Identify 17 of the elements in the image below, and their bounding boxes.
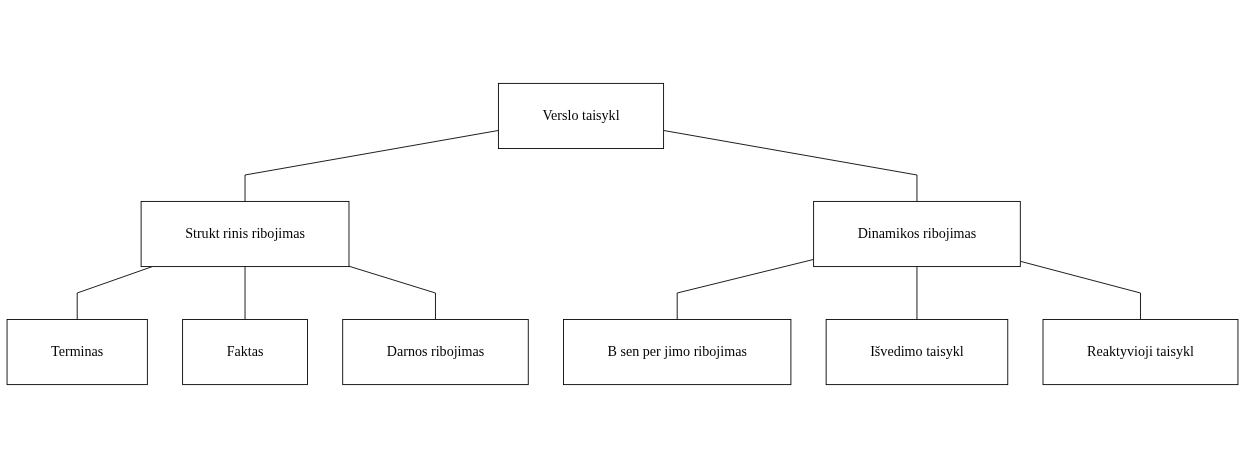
node-box: Strukt rinis ribojimas [140, 200, 350, 268]
node-box: Išvedimo taisykl [825, 319, 1009, 386]
connector [1019, 260, 1141, 320]
connector [916, 266, 918, 320]
node-box: Dinamikos ribojimas [813, 200, 1021, 268]
connector [244, 130, 499, 202]
connector [676, 259, 815, 320]
connector [244, 266, 246, 320]
node-box: Darnos ribojimas [342, 319, 529, 386]
node-box: Terminas [6, 319, 148, 386]
connector [348, 265, 436, 320]
node-box: B sen per jimo ribojimas [563, 319, 792, 386]
node-box: Faktas [182, 319, 308, 386]
node-box: Reaktyvioji taisykl [1042, 319, 1239, 386]
connector [663, 130, 918, 202]
connector [76, 266, 153, 320]
node-box: Verslo taisykl [497, 82, 665, 149]
